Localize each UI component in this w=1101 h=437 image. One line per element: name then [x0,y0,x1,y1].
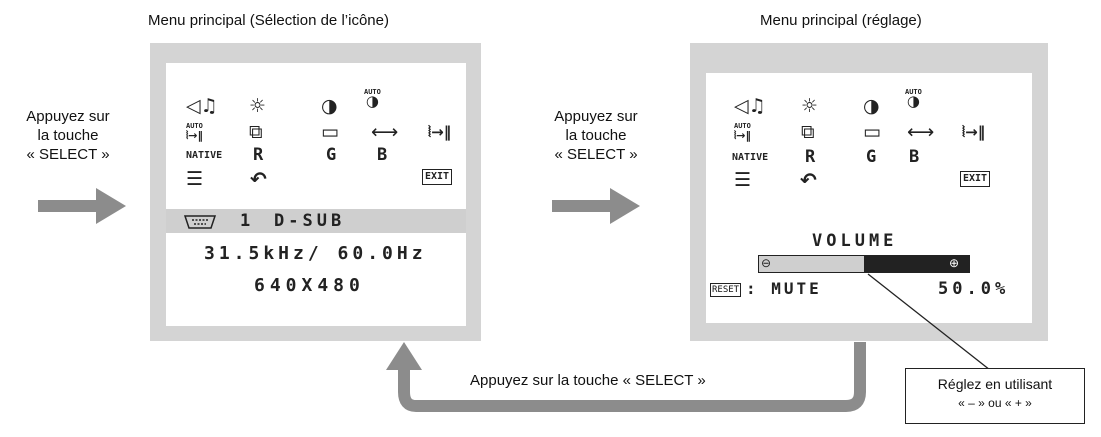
frequency-text: 31.5kHz/ 60.0Hz [204,243,427,264]
source-band [166,209,466,233]
native-label: NATIVE [732,152,769,163]
v-position-icon: ▭ [863,121,881,143]
h-position-icon: ⧉ [249,121,263,143]
blue-channel-label: B [377,145,388,165]
contrast-icon: ◑ [863,95,880,117]
instruction-middle-line1: Appuyez sur [554,108,638,125]
reset-icon: ↶ [250,167,267,191]
brightness-icon: ☼ [801,95,819,117]
green-channel-label: G [866,147,877,167]
reset-icon: ↶ [800,168,817,192]
instruction-left-line2: la touche [37,127,99,144]
instruction-middle: Appuyez sur la touche « SELECT » [528,107,664,164]
h-position-icon: ⧉ [801,121,815,143]
left-osd-menu: ◁♫ ☼ ◑ AUTO ◑ AUTO ⦚→‖ ⧉ ▭ ⟷ ⦚→‖ NATIVE … [166,63,466,326]
audio-icon: ◁♫ [186,95,218,117]
audio-icon: ◁♫ [734,95,766,117]
tools-icon: ☰ [186,168,204,190]
right-arrow-icon [552,188,640,224]
instruction-middle-line3: « SELECT » [554,146,638,163]
auto-label: AUTO [734,122,751,130]
auto-label: AUTO [186,122,203,130]
adjust-callout: Réglez en utilisant « – » ou « + » [905,368,1085,424]
instruction-bottom: Appuyez sur la touche « SELECT » [470,372,706,389]
red-channel-label: R [805,147,816,167]
instruction-left-line3: « SELECT » [26,146,110,163]
red-channel-label: R [253,145,264,165]
exit-icon: EXIT [422,169,453,185]
contrast-icon: ◑ [321,95,338,117]
fine-icon: ⦚→‖ [428,123,452,141]
h-size-icon: ⟷ [371,121,399,143]
vga-connector-icon [184,215,216,229]
auto-label: AUTO [905,88,922,96]
setting-name: VOLUME [812,231,898,251]
source-number: 1 [240,211,251,231]
instruction-left: Appuyez sur la touche « SELECT » [0,107,136,164]
tools-icon: ☰ [734,169,752,191]
source-name: D-SUB [274,211,346,231]
left-monitor-screen: ◁♫ ☼ ◑ AUTO ◑ AUTO ⦚→‖ ⧉ ▭ ⟷ ⦚→‖ NATIVE … [150,43,481,341]
left-panel-caption: Menu principal (Sélection de l’icône) [148,12,389,29]
value-text: 50.0% [938,279,1010,299]
right-osd-menu: ◁♫ ☼ ◑ AUTO ◑ AUTO ⦚→‖ ⧉ ▭ ⟷ ⦚→‖ NATIVE … [706,73,1032,323]
auto-label: AUTO [364,88,381,96]
callout-line2: « – » ou « + » [958,396,1032,410]
v-position-icon: ▭ [321,121,339,143]
callout-line1: Réglez en utilisant [937,376,1053,392]
instruction-middle-line2: la touche [565,127,627,144]
resolution-text: 640X480 [254,275,365,296]
auto-contrast-icon: AUTO ◑ [364,88,381,110]
auto-adjust-icon: AUTO ⦚→‖ [186,122,204,142]
blue-channel-label: B [909,147,920,167]
native-label: NATIVE [186,150,223,161]
green-channel-label: G [326,145,337,165]
right-panel-caption: Menu principal (réglage) [760,12,922,29]
plus-icon[interactable]: ⊕ [949,256,960,270]
minus-icon[interactable]: ⊖ [761,256,772,270]
reset-box: RESET [710,283,742,297]
volume-slider-fill [759,256,864,272]
fine-icon: ⦚→‖ [962,123,986,141]
h-size-icon: ⟷ [907,121,935,143]
right-arrow-icon [38,188,126,224]
mute-label: : MUTE [746,279,822,298]
right-monitor-screen: ◁♫ ☼ ◑ AUTO ◑ AUTO ⦚→‖ ⧉ ▭ ⟷ ⦚→‖ NATIVE … [690,43,1048,341]
brightness-icon: ☼ [249,95,267,117]
auto-contrast-icon: AUTO ◑ [905,88,922,110]
instruction-left-line1: Appuyez sur [26,108,110,125]
auto-adjust-icon: AUTO ⦚→‖ [734,122,752,142]
volume-slider[interactable] [758,255,970,273]
exit-icon: EXIT [960,171,991,187]
